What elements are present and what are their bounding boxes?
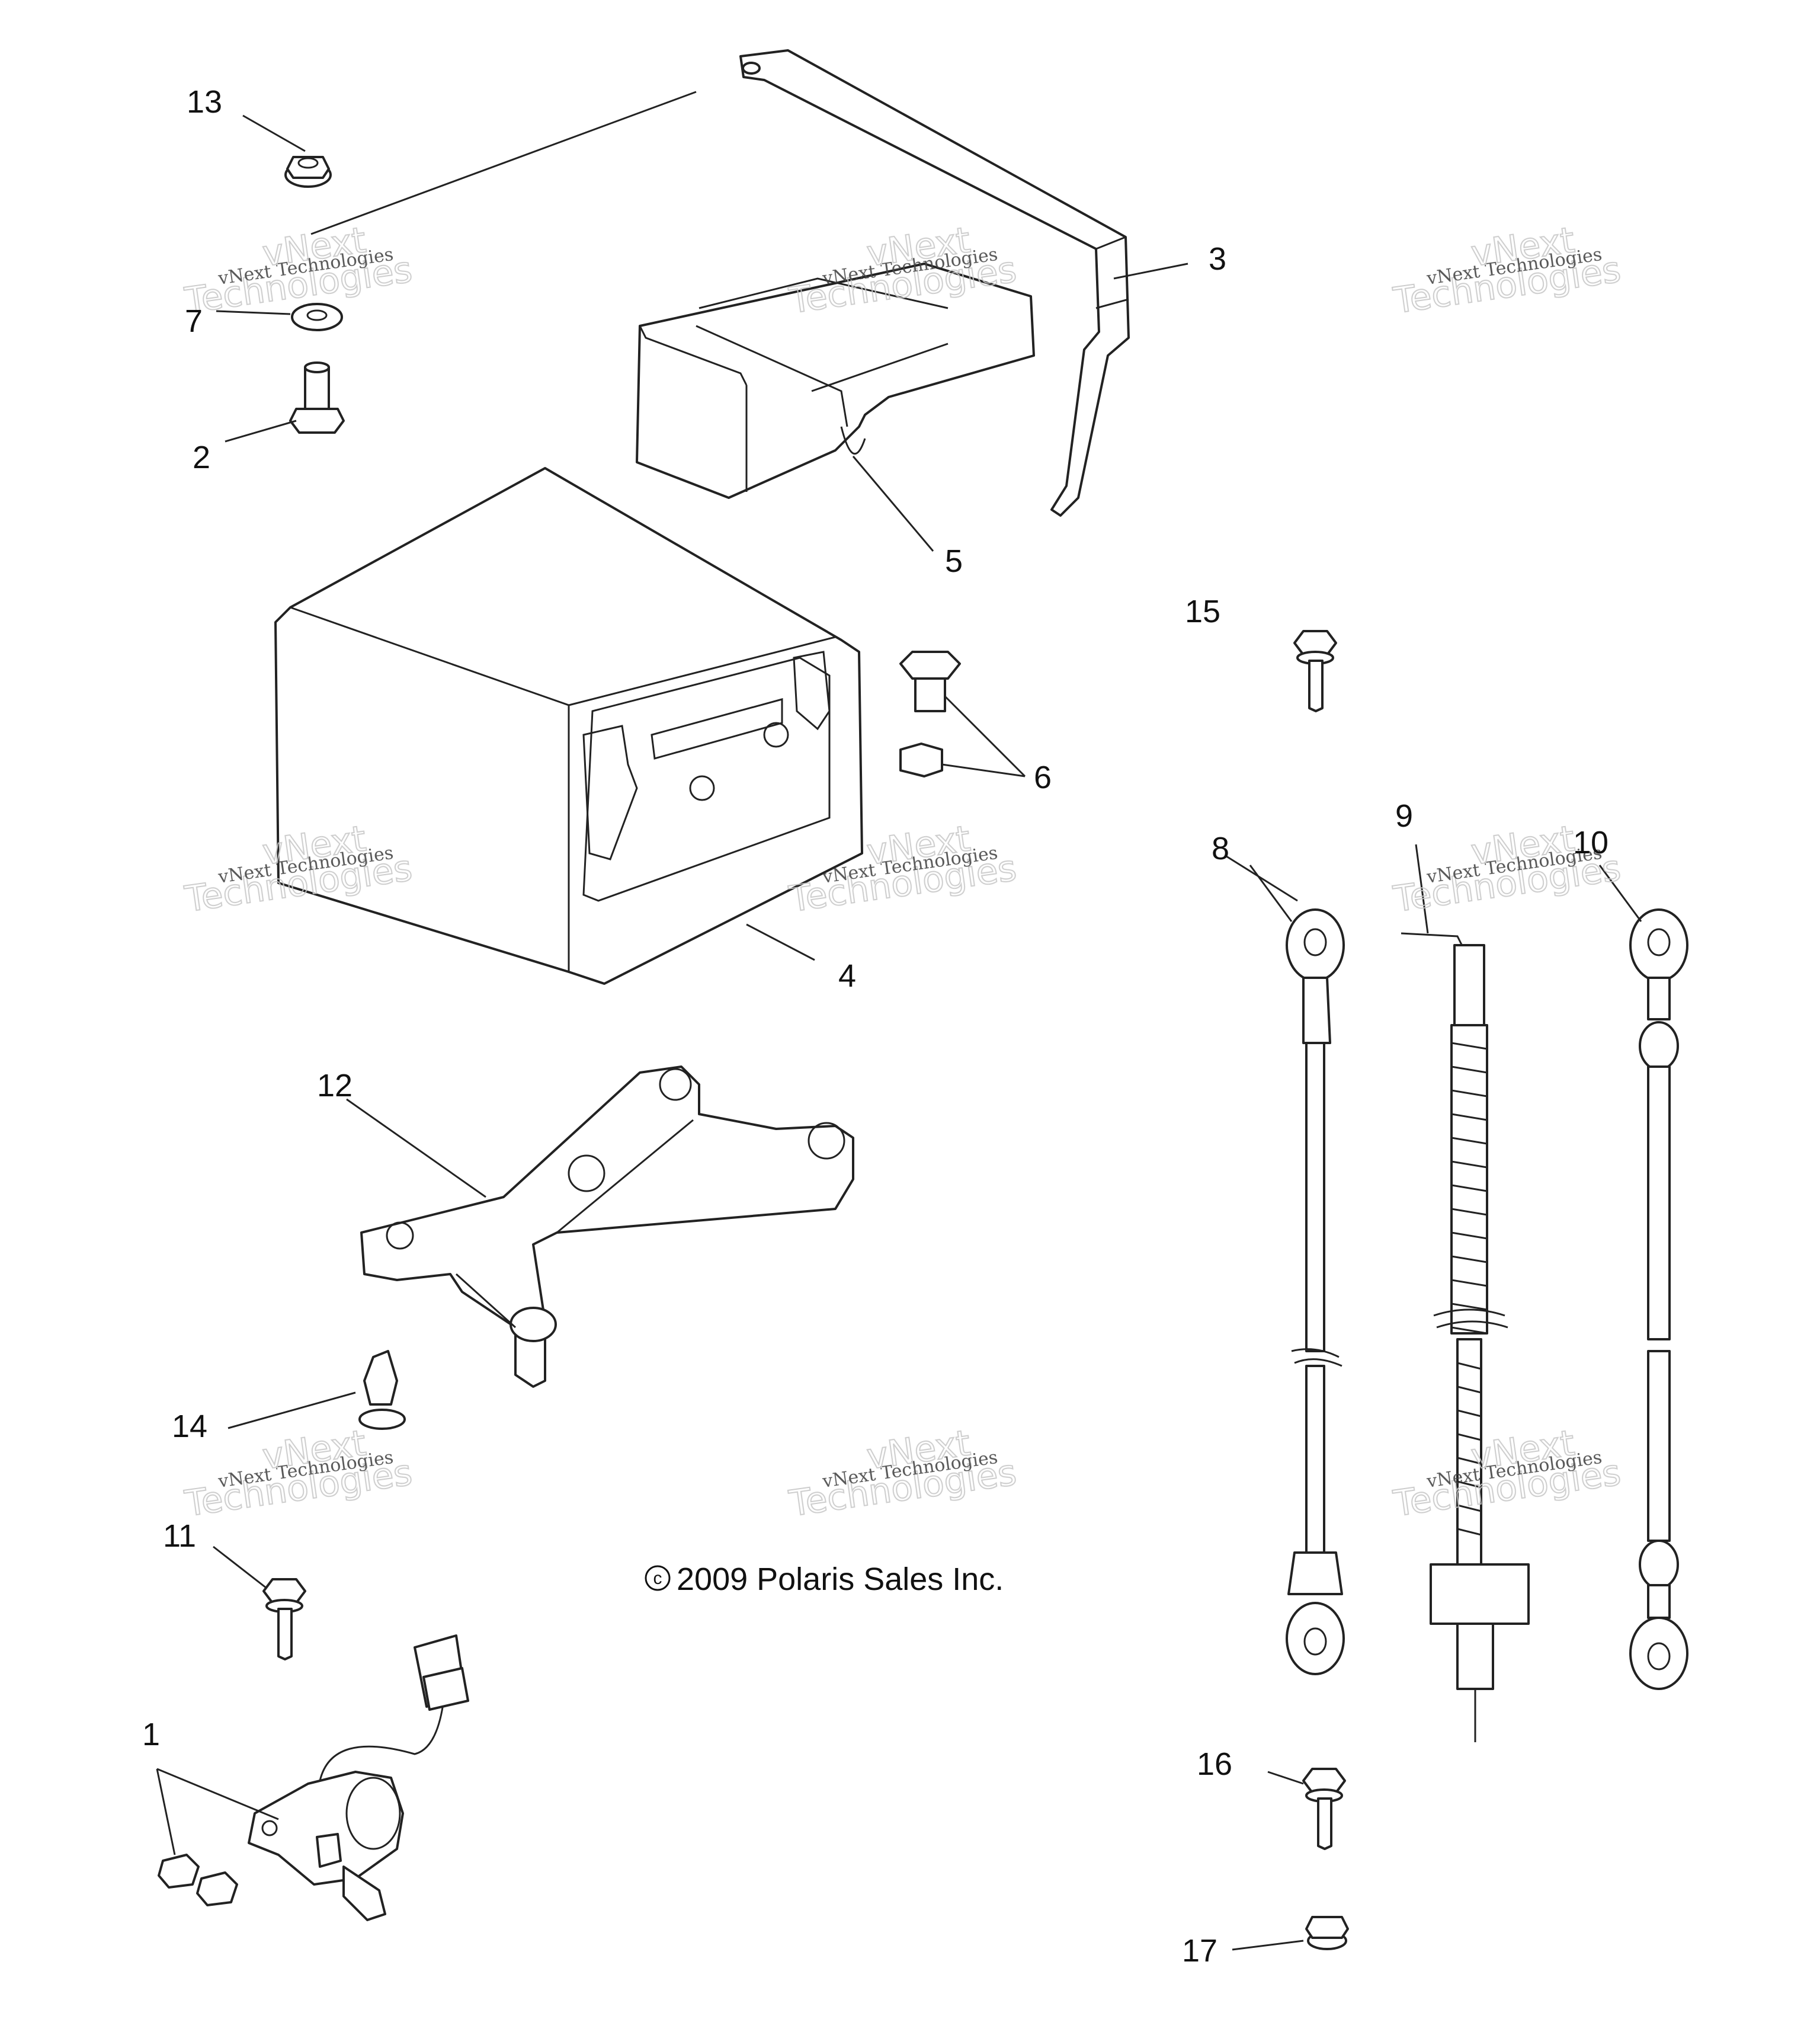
ground-cable-10	[1629, 908, 1688, 1690]
copyright-notice: c 2009 Polaris Sales Inc.	[645, 1561, 1004, 1597]
nut-17	[1305, 1916, 1349, 1950]
starter-solenoid	[248, 1634, 469, 1921]
callout-17: 17	[1182, 1933, 1217, 1969]
callout-labels: 13 7 2 3 5 6 4 12 15 8 9 10 14 11 1 16 1…	[142, 84, 1608, 1969]
callout-7: 7	[185, 303, 203, 339]
copyright-text: 2009 Polaris Sales Inc.	[677, 1561, 1004, 1597]
callout-16: 16	[1197, 1746, 1232, 1782]
callout-6: 6	[1034, 760, 1052, 795]
battery-cover	[636, 263, 1035, 499]
flange-nut-13	[284, 156, 332, 188]
callout-5: 5	[945, 543, 963, 579]
terminal-bolt-6	[899, 651, 961, 777]
callout-4: 4	[838, 958, 856, 994]
callout-8: 8	[1212, 831, 1229, 866]
bolt-2	[289, 361, 345, 434]
callout-11: 11	[163, 1518, 196, 1554]
battery-cable-8	[1286, 908, 1345, 1675]
callout-2: 2	[193, 440, 210, 475]
callout-10: 10	[1573, 825, 1608, 860]
screw-16	[1302, 1768, 1346, 1850]
copyright-symbol: c	[653, 1569, 662, 1588]
solenoid-nuts	[158, 1854, 238, 1906]
screw-11	[262, 1578, 306, 1660]
callout-14: 14	[172, 1409, 207, 1444]
callout-1: 1	[142, 1717, 160, 1752]
screw-15	[1293, 630, 1337, 712]
callout-13: 13	[187, 84, 222, 120]
callout-9: 9	[1395, 798, 1413, 834]
callout-3: 3	[1209, 241, 1226, 277]
washer-7	[291, 303, 343, 331]
callout-15: 15	[1185, 594, 1220, 629]
leader-lines	[156, 91, 1642, 1951]
callout-12: 12	[317, 1068, 353, 1103]
copyright-icon	[645, 1565, 671, 1591]
battery	[274, 467, 863, 985]
battery-tray	[360, 1065, 854, 1388]
cable-lead-9	[1401, 932, 1530, 1742]
push-rivet-14	[358, 1350, 406, 1430]
battery-strap	[739, 49, 1130, 517]
